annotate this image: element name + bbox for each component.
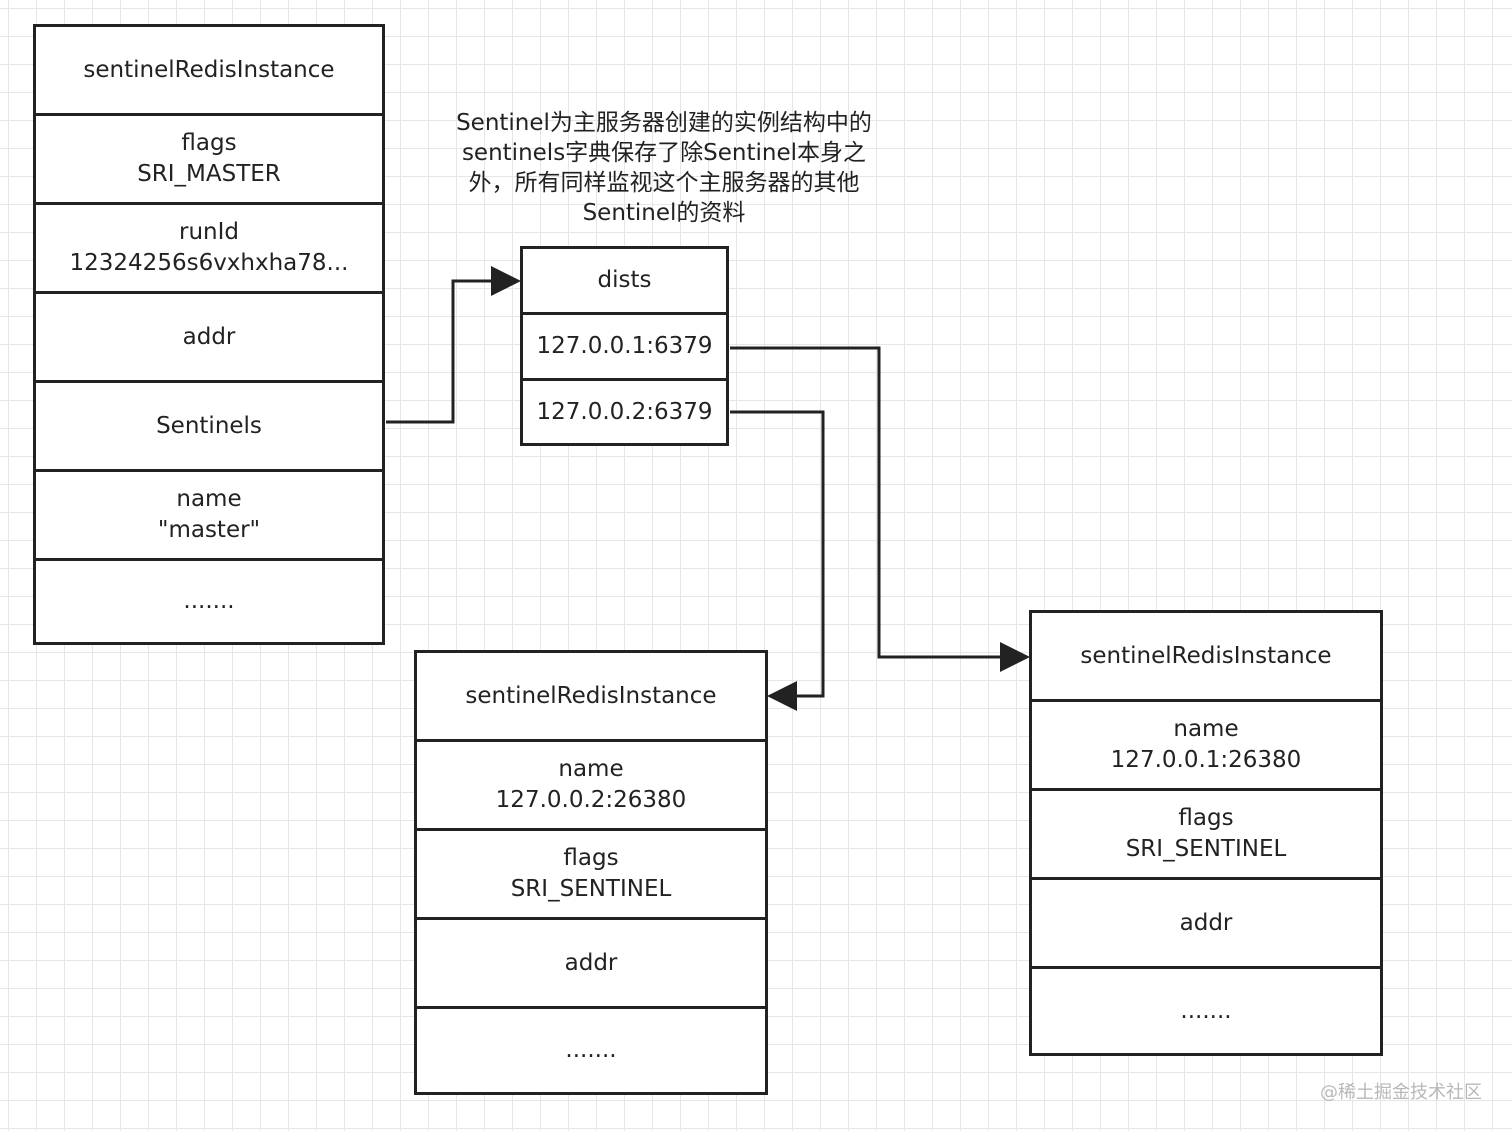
sentinels-dict-struct: dists 127.0.0.1:6379 127.0.0.2:6379	[520, 246, 729, 446]
master-field-name: name"master"	[36, 472, 382, 561]
sentinel1-field-type: sentinelRedisInstance	[1032, 613, 1380, 702]
sentinel1-field-more: .......	[1180, 997, 1232, 1024]
dict-entry-2: 127.0.0.2:6379	[536, 398, 713, 425]
note-line: Sentinel的资料	[582, 200, 746, 226]
dict-field-title: dists	[523, 249, 726, 315]
sentinel2-field-addr: addr	[417, 920, 765, 1009]
sentinel1-field-addr: addr	[1032, 880, 1380, 969]
sentinel2-field-more: .......	[565, 1037, 617, 1063]
note-line: 外，所有同样监视这个主服务器的其他	[468, 170, 860, 196]
master-field-sentinels: Sentinels	[36, 383, 382, 472]
annotation-note: Sentinel为主服务器创建的实例结构中的 sentinels字典保存了除Se…	[440, 108, 888, 228]
master-field-more: .......	[183, 588, 235, 614]
sentinel2-field-type: sentinelRedisInstance	[417, 653, 765, 742]
arrow-dict-entry1-to-sentinel1	[730, 346, 1030, 672]
master-field-type: sentinelRedisInstance	[36, 27, 382, 116]
arrow-sentinels-to-dict	[386, 266, 521, 424]
note-line: Sentinel为主服务器创建的实例结构中的	[456, 110, 872, 136]
watermark-text: @稀土掘金技术社区	[1320, 1082, 1482, 1103]
master-field-addr: addr	[36, 294, 382, 383]
dict-entry-1: 127.0.0.1:6379	[523, 315, 726, 381]
note-line: sentinels字典保存了除Sentinel本身之	[461, 140, 867, 166]
